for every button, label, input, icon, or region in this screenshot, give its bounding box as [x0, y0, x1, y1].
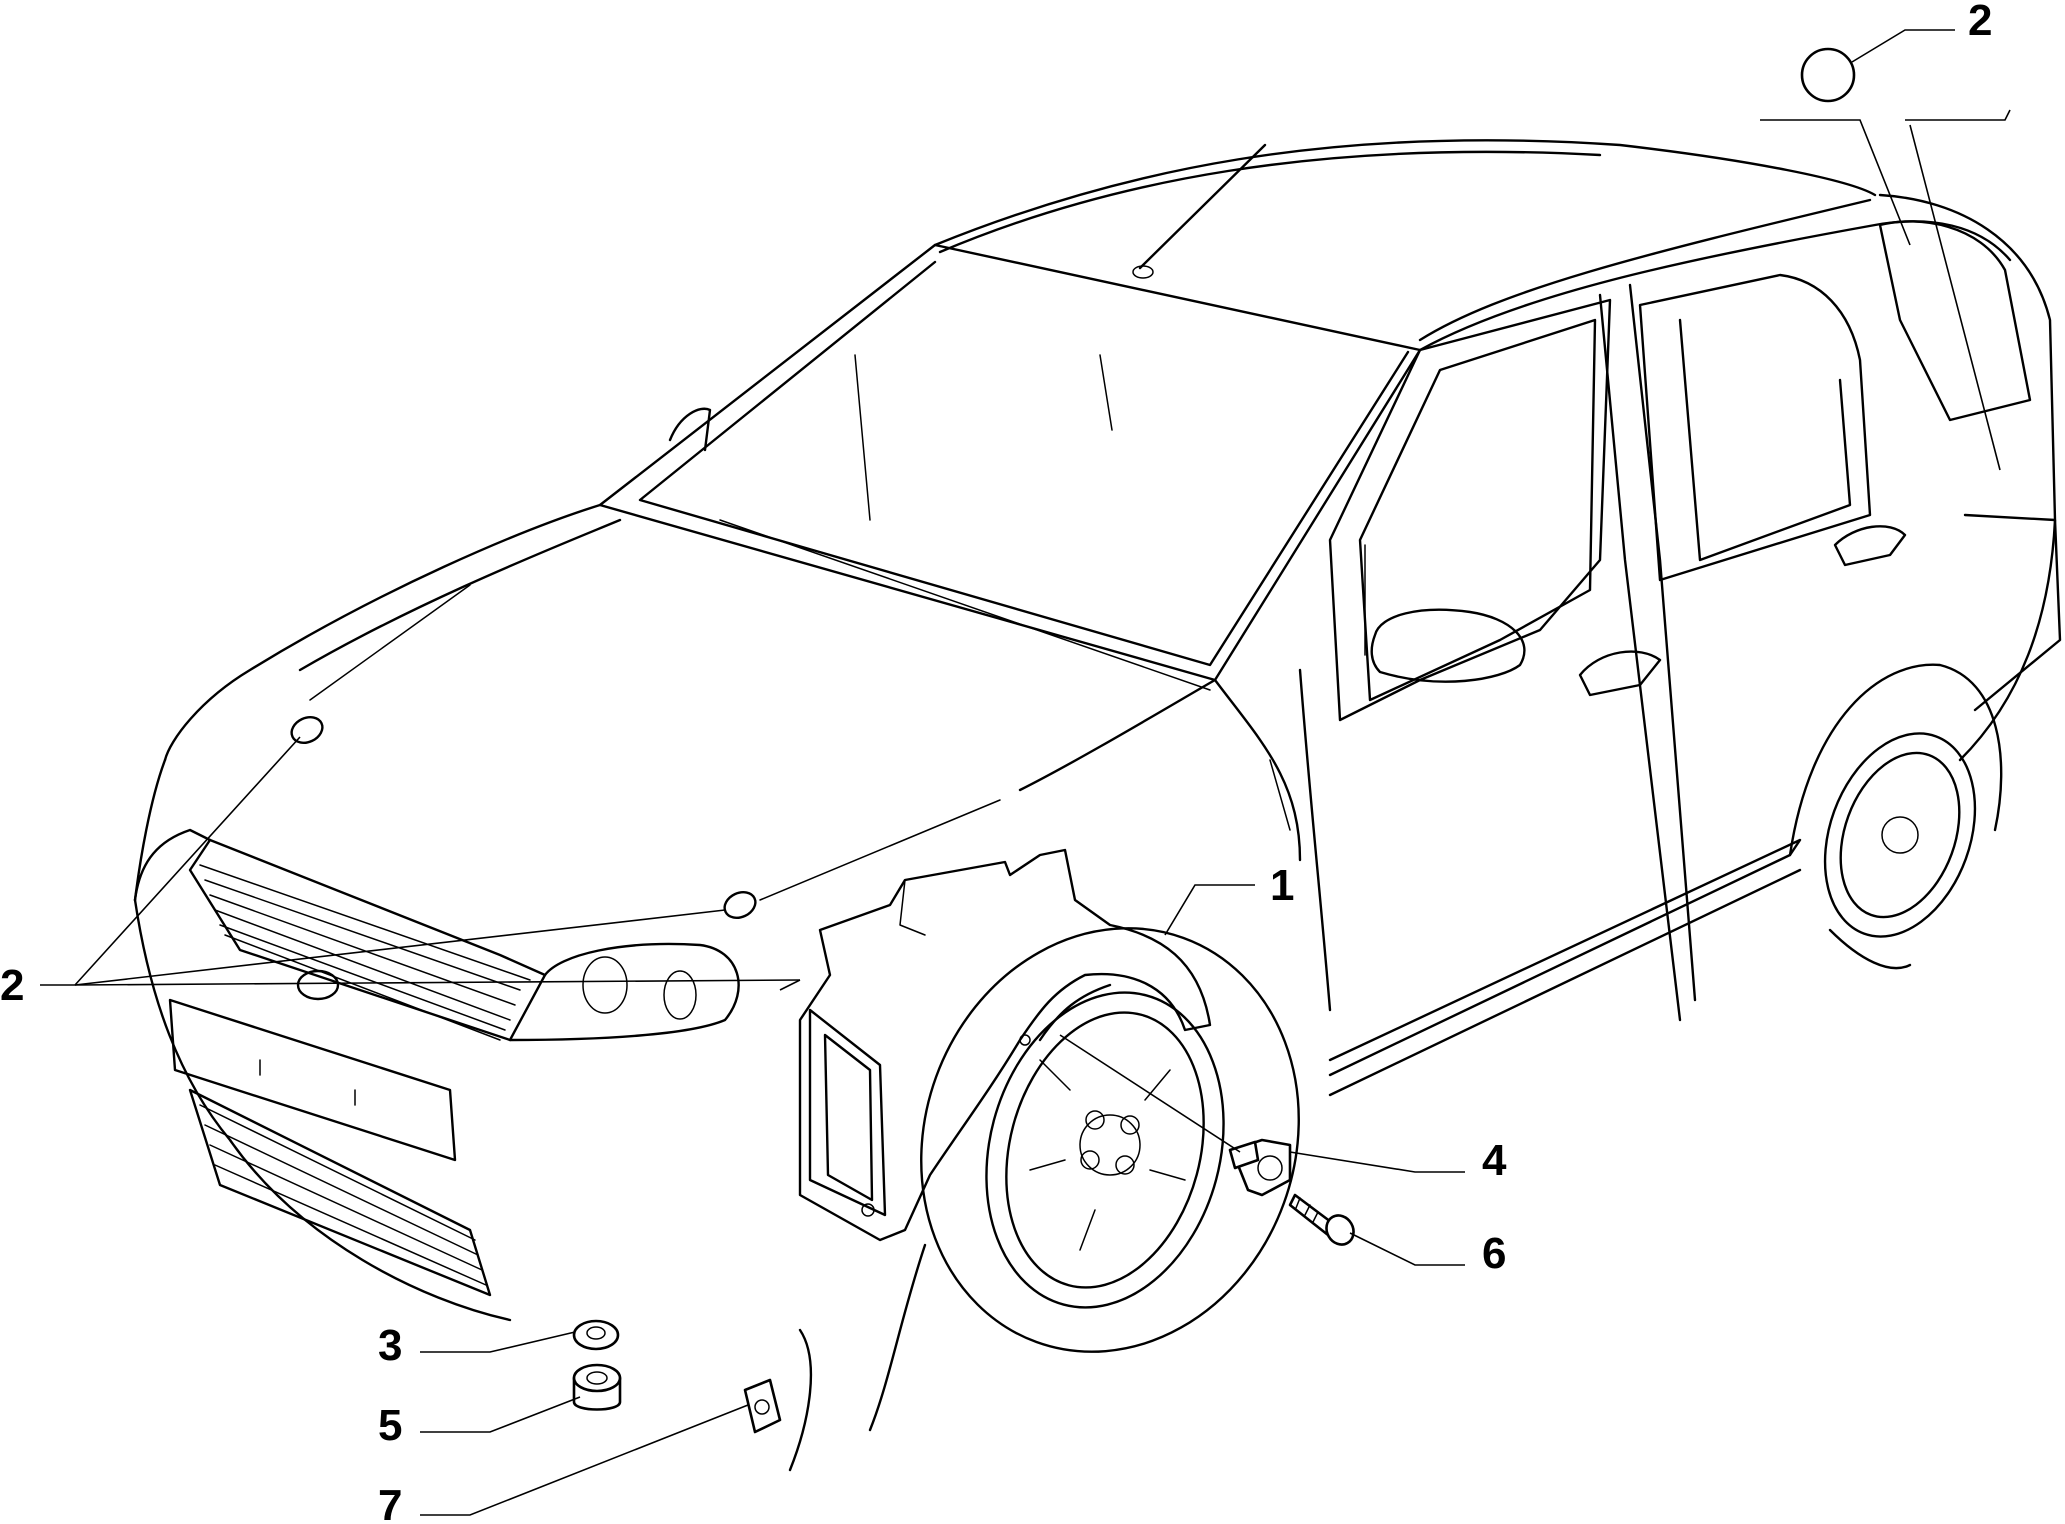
screw-part-6 — [1288, 1193, 1355, 1246]
washer-part-3 — [572, 1319, 620, 1351]
nut-part-5 — [572, 1363, 622, 1411]
callout-2-left: 2 — [0, 961, 24, 1010]
callout-5: 5 — [378, 1401, 402, 1450]
callout-4: 4 — [1482, 1136, 1507, 1185]
clip-part-4 — [1228, 1138, 1292, 1197]
callout-3: 3 — [378, 1321, 402, 1370]
wheel-arch-liner — [798, 848, 1212, 1242]
car-body-drawing — [133, 139, 2062, 1472]
plug-part-2 — [1800, 47, 1856, 103]
callout-6: 6 — [1482, 1229, 1506, 1278]
leader-lines — [40, 29, 2011, 1516]
callout-2-top: 2 — [1968, 0, 1992, 45]
clip-nut-part-7 — [743, 1378, 782, 1434]
callout-7: 7 — [378, 1481, 402, 1524]
callout-1: 1 — [1270, 861, 1294, 910]
